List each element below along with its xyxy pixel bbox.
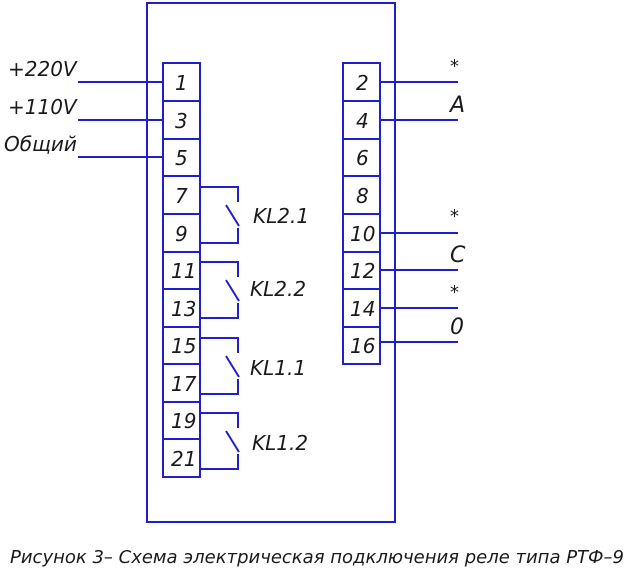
- terminal-15: 15: [171, 334, 196, 358]
- label-220v: +220V: [8, 57, 78, 81]
- terminal-19: 19: [171, 409, 196, 433]
- contact-kl12: [200, 412, 240, 470]
- contact-kl11: [200, 337, 240, 395]
- left-terminal-block: [162, 62, 201, 478]
- terminal-16: 16: [350, 334, 375, 358]
- terminal-11: 11: [171, 259, 196, 283]
- contact-label-kl11: KL1.1: [250, 356, 306, 380]
- contact-label-kl21: KL2.1: [253, 204, 309, 228]
- terminal-21: 21: [171, 447, 196, 471]
- asterisk-a: *: [450, 56, 459, 77]
- terminal-5: 5: [175, 146, 188, 170]
- terminal-6: 6: [356, 146, 369, 170]
- terminal-13: 13: [171, 297, 196, 321]
- right-terminal-block: [342, 62, 381, 365]
- terminal-9: 9: [175, 222, 188, 246]
- terminal-12: 12: [350, 259, 375, 283]
- terminal-1: 1: [175, 71, 188, 95]
- asterisk-c: *: [450, 206, 459, 227]
- terminal-10: 10: [350, 222, 375, 246]
- terminal-2: 2: [356, 71, 369, 95]
- contact-label-kl12: KL1.2: [252, 431, 308, 455]
- terminal-4: 4: [356, 109, 369, 133]
- output-wires: [380, 81, 458, 343]
- phase-c: C: [450, 243, 466, 268]
- supply-wires: [78, 81, 163, 158]
- figure-caption: Рисунок 3– Схема электрическая подключен…: [10, 547, 624, 568]
- terminal-3: 3: [175, 109, 188, 133]
- label-common: Общий: [4, 132, 77, 156]
- phase-a: A: [448, 93, 465, 118]
- label-110v: +110V: [8, 95, 78, 119]
- relay-housing: [146, 2, 396, 523]
- asterisk-0: *: [450, 282, 459, 303]
- phase-0: 0: [450, 315, 464, 340]
- contact-kl22: [200, 261, 240, 319]
- terminal-8: 8: [356, 184, 369, 208]
- terminal-7: 7: [175, 184, 188, 208]
- contact-kl21: [200, 186, 240, 244]
- contact-label-kl22: KL2.2: [250, 277, 306, 301]
- terminal-14: 14: [350, 297, 375, 321]
- terminal-17: 17: [171, 372, 197, 396]
